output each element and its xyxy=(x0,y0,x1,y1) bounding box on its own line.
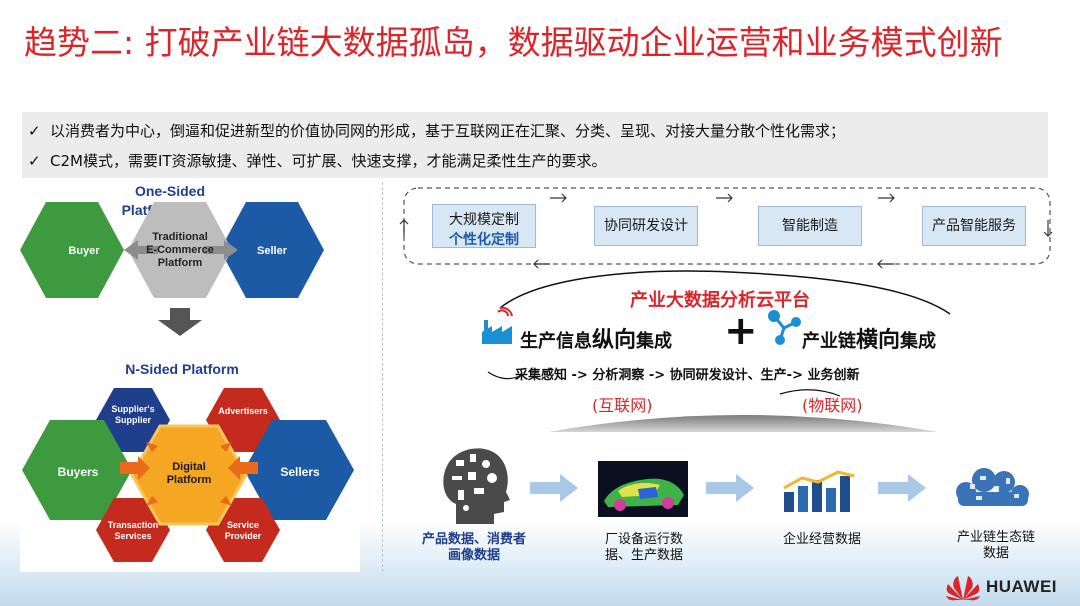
loop-border xyxy=(403,187,1051,265)
process-box-service: 产品智能服务 xyxy=(922,206,1026,246)
cloud-top-arc xyxy=(499,270,951,315)
check-icon: ✓ xyxy=(28,152,41,170)
data-flow-text: 采集感知 -> 分析洞察 -> 协同研发设计、生产-> 业务创新 xyxy=(515,368,860,383)
vertical-integration: 生产信息纵向集成 xyxy=(520,322,672,354)
process-box-design: 协同研发设计 xyxy=(594,206,698,246)
seller-label: Seller xyxy=(257,245,288,257)
enterprise-chart-icon xyxy=(783,470,855,512)
suppliers-supplier-hex xyxy=(96,388,170,452)
one-sided-title-line1: One-Sided xyxy=(135,183,205,199)
consumer-head-icon xyxy=(443,448,510,524)
down-arrow-icon xyxy=(158,308,202,336)
data-source-caption-3: 企业经营数据 xyxy=(762,532,882,548)
buyers-label: Buyers xyxy=(58,465,99,479)
traditional-line3: Platform xyxy=(158,257,203,269)
check-icon: ✓ xyxy=(28,122,41,140)
sellers-hex xyxy=(244,420,354,520)
data-source-caption-2: 厂设备运行数 据、生产数据 xyxy=(584,532,704,564)
suppliers-supplier-line1: Supplier's xyxy=(111,404,154,414)
process-box-manufacturing: 智能制造 xyxy=(758,206,862,246)
transaction-line2: Services xyxy=(114,531,151,541)
advertisers-label: Advertisers xyxy=(218,406,268,416)
buyer-hex xyxy=(20,202,124,298)
bullet-text-2: C2M模式，需要IT资源敏捷、弹性、可扩展、快速支撑，才能满足柔性生产的要求。 xyxy=(50,152,607,170)
process-box-1-line1: 大规模定制 xyxy=(449,212,519,228)
horizontal-integration-b: 横向 xyxy=(856,328,901,353)
transaction-hex xyxy=(96,498,170,562)
factory-icon xyxy=(482,306,513,344)
horizontal-integration-c: 集成 xyxy=(900,331,937,352)
huawei-logo-text: HUAWEI xyxy=(986,577,1057,596)
bullet-panel: ✓ 以消费者为中心，倒逼和促进新型的价值协同网的形成，基于互联网正在汇聚、分类、呈… xyxy=(22,112,1048,178)
right-arrow-icon xyxy=(204,240,238,260)
n-sided-title: N-Sided Platform xyxy=(125,361,239,377)
cloud-arc xyxy=(487,270,951,397)
data-source-1-line2: 画像数据 xyxy=(447,548,500,563)
data-source-4-line2: 数据 xyxy=(982,546,1009,561)
car-3d-model-image xyxy=(598,461,688,517)
plus-sign: + xyxy=(724,308,758,354)
transaction-line1: Transaction xyxy=(108,520,159,530)
process-box-1-line2: 个性化定制 xyxy=(449,232,519,248)
traditional-line2: E-Commerce xyxy=(146,244,214,256)
vertical-integration-b: 纵向 xyxy=(592,328,637,353)
suppliers-supplier-line2: Supplier xyxy=(115,415,152,425)
huawei-logo-icon xyxy=(946,576,980,601)
data-source-3-line1: 企业经营数据 xyxy=(782,532,861,547)
service-provider-line2: Provider xyxy=(225,531,262,541)
flow-arrow-3 xyxy=(878,474,926,502)
bullet-item-1: ✓ 以消费者为中心，倒逼和促进新型的价值协同网的形成，基于互联网正在汇聚、分类、呈… xyxy=(28,120,845,141)
service-provider-line1: Service xyxy=(227,520,259,530)
vertical-divider xyxy=(382,182,383,572)
data-source-1-line1: 产品数据、消费者 xyxy=(421,532,526,547)
connector-arrows xyxy=(120,442,258,506)
traditional-hex xyxy=(128,202,232,298)
horizontal-integration-a: 产业链 xyxy=(802,331,856,352)
left-arrow-icon xyxy=(124,240,158,260)
process-box-customization: 大规模定制 个性化定制 xyxy=(432,204,536,248)
internet-tag: (互联网) xyxy=(592,396,653,415)
loop-arrows xyxy=(399,193,1053,269)
network-icon xyxy=(768,310,801,345)
vertical-integration-a: 生产信息 xyxy=(520,331,592,352)
data-source-4-line1: 产业链生态链 xyxy=(956,530,1035,545)
horizontal-integration: 产业链横向集成 xyxy=(802,322,936,354)
platform-diagram: One-Sided Platform Buyer Seller Traditio… xyxy=(20,183,354,562)
vertical-integration-c: 集成 xyxy=(636,331,673,352)
flow-arrow-1 xyxy=(530,474,578,502)
data-source-2-line2: 据、生产数据 xyxy=(604,548,683,563)
page-title: 趋势二: 打破产业链大数据孤岛，数据驱动企业运营和业务模式创新 xyxy=(24,23,1003,62)
flow-arrow-2 xyxy=(706,474,754,502)
buyers-hex xyxy=(22,420,132,520)
cloud-left-arc xyxy=(487,371,521,380)
traditional-line1: Traditional xyxy=(152,231,208,243)
data-source-caption-4: 产业链生态链 数据 xyxy=(936,530,1056,562)
data-source-caption-1: 产品数据、消费者 画像数据 xyxy=(406,532,542,564)
cloud-bottom-arc xyxy=(779,389,841,397)
iot-tag: (物联网) xyxy=(802,396,863,415)
upward-beam xyxy=(548,415,938,432)
buyer-label: Buyer xyxy=(68,245,100,257)
bullet-text-1: 以消费者为中心，倒逼和促进新型的价值协同网的形成，基于互联网正在汇聚、分类、呈现… xyxy=(50,122,846,140)
data-source-2-line1: 厂设备运行数 xyxy=(604,532,683,547)
digital-platform-hex xyxy=(130,424,248,526)
digital-platform-line2: Platform xyxy=(167,474,212,486)
process-loop xyxy=(399,187,1053,269)
cloud-platform-title: 产业大数据分析云平台 xyxy=(630,290,810,311)
digital-platform-line1: Digital xyxy=(172,461,206,473)
seller-hex xyxy=(220,202,324,298)
sellers-label: Sellers xyxy=(280,465,320,479)
bullet-item-2: ✓ C2M模式，需要IT资源敏捷、弹性、可扩展、快速支撑，才能满足柔性生产的要求。 xyxy=(28,150,607,171)
ecosystem-icons-cloud xyxy=(956,468,1029,506)
